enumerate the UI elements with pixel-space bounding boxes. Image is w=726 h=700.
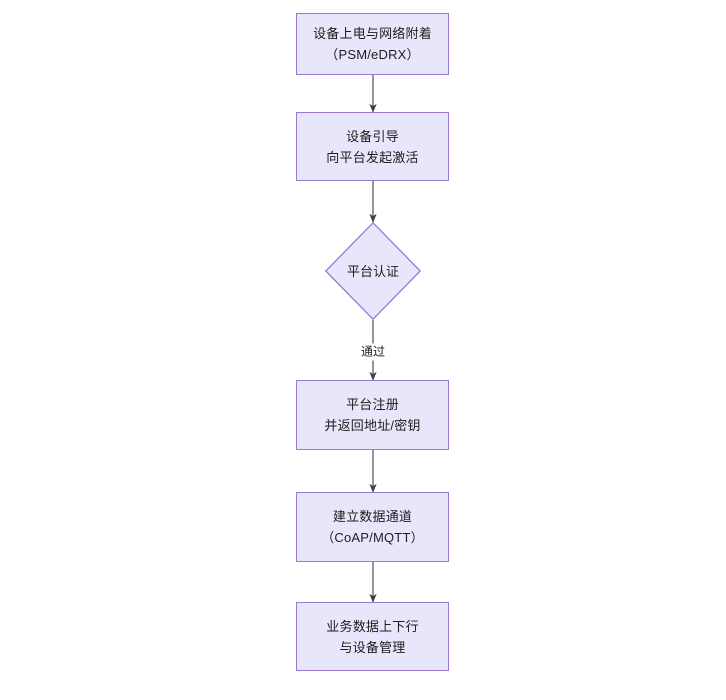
flow-node-label: 平台认证 [346, 263, 399, 279]
flow-node-n4[interactable]: 平台注册 并返回地址/密钥 [296, 380, 449, 450]
edge-label-e3: 通过 [357, 343, 389, 361]
flow-node-n5[interactable]: 建立数据通道 （CoAP/MQTT） [296, 492, 449, 562]
flow-node-label: 平台注册 并返回地址/密钥 [324, 397, 421, 433]
flow-node-label: 建立数据通道 （CoAP/MQTT） [321, 509, 424, 545]
flow-node-n1[interactable]: 设备上电与网络附着 （PSM/eDRX） [296, 13, 449, 75]
flow-node-label: 设备上电与网络附着 （PSM/eDRX） [313, 26, 432, 62]
flow-node-n2[interactable]: 设备引导 向平台发起激活 [296, 112, 449, 181]
flow-node-n3[interactable]: 平台认证 [325, 222, 421, 320]
flow-node-label: 业务数据上下行 与设备管理 [326, 618, 419, 655]
diamond-shape [325, 222, 421, 320]
flow-node-label: 设备引导 向平台发起激活 [326, 128, 419, 165]
flow-node-n6[interactable]: 业务数据上下行 与设备管理 [296, 602, 449, 671]
